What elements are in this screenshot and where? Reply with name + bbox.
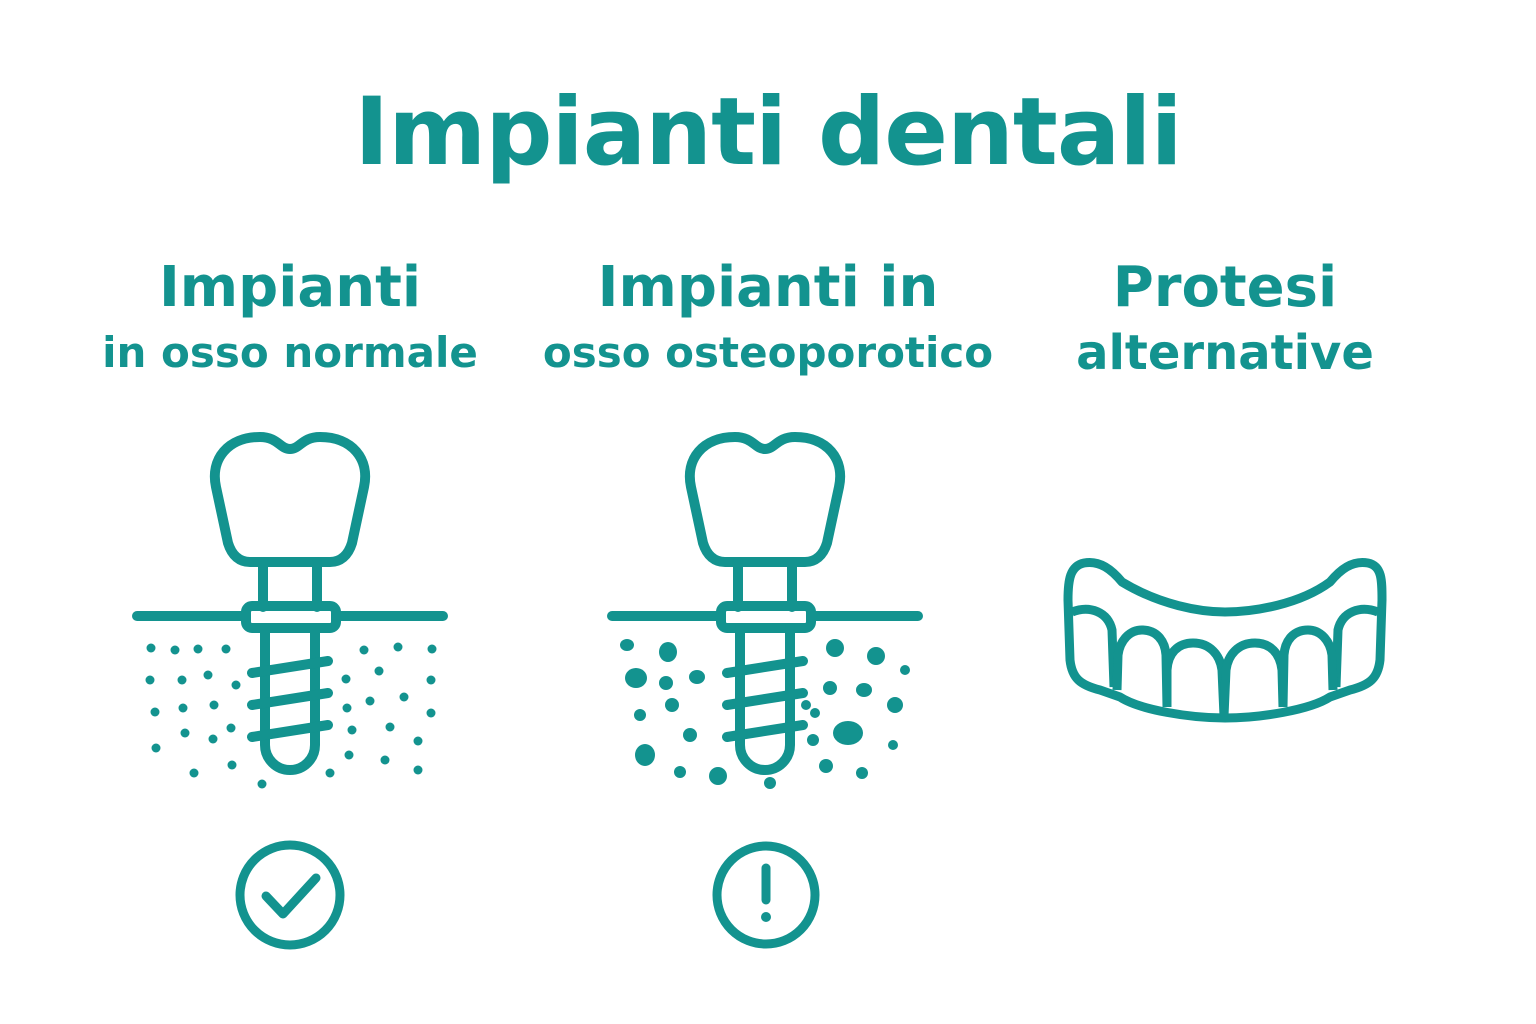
bone-pore [709, 767, 727, 785]
bone-pore [856, 767, 868, 779]
bone-dot [426, 675, 436, 685]
bone-pore [810, 708, 820, 718]
bone-pore [764, 777, 776, 789]
bone-dot [189, 768, 199, 778]
bone-pore [888, 740, 898, 750]
bone-dot [385, 722, 395, 732]
bone-dot [208, 734, 218, 744]
bone-pore [887, 697, 903, 713]
heading-line-2: alternative [1076, 325, 1374, 381]
bone-dot [151, 743, 161, 753]
bone-dot [203, 670, 213, 680]
bone-pore [683, 728, 697, 742]
bone-dot [325, 768, 335, 778]
bone-dot [146, 643, 156, 653]
bone-pore [833, 721, 863, 745]
bone-dot [342, 703, 352, 713]
bone-dot [231, 680, 241, 690]
heading-line-2: osso osteoporotico [542, 328, 994, 377]
bone-dot [427, 644, 437, 654]
bone-dot [150, 707, 160, 717]
bone-dot [193, 644, 203, 654]
bone-dot [413, 736, 423, 746]
bone-dot [374, 666, 384, 676]
bone-pore [900, 665, 910, 675]
heading-line-1: Impianti in [597, 255, 939, 320]
page-title: Impianti dentali [354, 78, 1182, 187]
bone-dot [177, 675, 187, 685]
implant-osteoporotic-bone-icon [612, 437, 918, 770]
bone-dot [227, 760, 237, 770]
denture-icon [1063, 557, 1387, 723]
exclamation-circle-icon [712, 841, 820, 949]
bone-pore [620, 639, 634, 651]
bone-dot [257, 779, 267, 789]
bone-pore [856, 683, 872, 697]
bone-pore [807, 734, 819, 746]
bone-pore [665, 698, 679, 712]
check-circle-icon [235, 840, 345, 950]
bone-pore [635, 744, 655, 766]
bone-dot [170, 645, 180, 655]
bone-dot [426, 708, 436, 718]
bone-dot [178, 703, 188, 713]
bone-pore [823, 681, 837, 695]
bone-dot [347, 725, 357, 735]
heading-line-2: in osso normale [102, 328, 478, 377]
bone-dot [359, 645, 369, 655]
bone-pore [674, 766, 686, 778]
bone-pore [801, 700, 811, 710]
bone-dot [365, 696, 375, 706]
bone-pores-osteoporotic [620, 639, 910, 789]
bone-dot [145, 675, 155, 685]
bone-pore [826, 639, 844, 657]
bone-dot [399, 692, 409, 702]
bone-dot [344, 750, 354, 760]
bone-dot [180, 728, 190, 738]
bone-dot [393, 642, 403, 652]
bone-pore [659, 642, 677, 662]
column-heading-normal-bone: Impianti in osso normale [50, 258, 530, 380]
bone-dots-normal [145, 642, 437, 789]
bone-dot [221, 644, 231, 654]
bone-pore [625, 668, 647, 688]
heading-line-1: Protesi [1112, 255, 1338, 320]
heading-line-1: Impianti [158, 255, 422, 320]
bone-dot [380, 755, 390, 765]
bone-pore [659, 676, 673, 690]
bone-pore [819, 759, 833, 773]
column-heading-alternative-prosthesis: Protesi alternative [985, 255, 1465, 381]
bone-pore [634, 709, 646, 721]
implant-normal-bone-icon [137, 437, 443, 770]
bone-pore [867, 647, 885, 665]
bone-dot [209, 700, 219, 710]
bone-pore [689, 670, 705, 684]
bone-dot [413, 765, 423, 775]
bone-dot [226, 723, 236, 733]
bone-dot [341, 674, 351, 684]
column-heading-osteoporotic-bone: Impianti in osso osteoporotico [528, 258, 1008, 380]
